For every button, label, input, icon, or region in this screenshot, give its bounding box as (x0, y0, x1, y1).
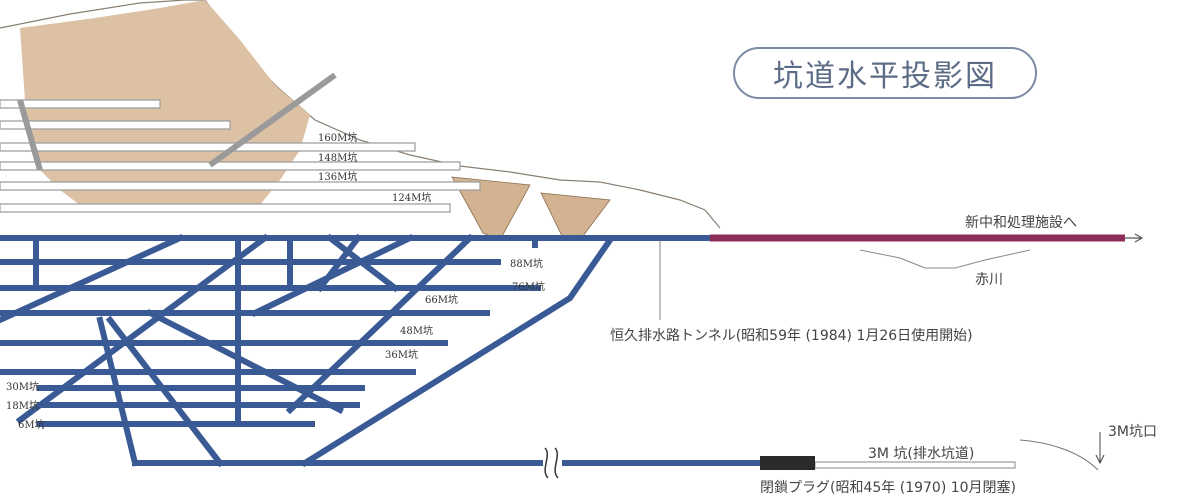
diagram-title: 坑道水平投影図 (773, 59, 997, 94)
level-upper-b (0, 120, 231, 130)
diag-1 (0, 234, 184, 324)
facility-arrow (1125, 233, 1144, 243)
closure-plug (760, 456, 815, 470)
diag-6 (145, 308, 345, 415)
label-136m: 136M坑 (318, 170, 357, 183)
label-124m: 124M坑 (392, 191, 431, 204)
level-136-tunnel (0, 181, 481, 191)
diag-9 (285, 233, 475, 415)
ore-pocket-2 (540, 192, 611, 241)
diag-8 (315, 233, 363, 293)
break-mark (544, 447, 559, 479)
upper-incline-2 (17, 99, 43, 171)
label-18m: 18M坑 (6, 399, 39, 412)
adit-mouth-hill (1019, 439, 1099, 471)
label-36m: 36M坑 (385, 348, 418, 361)
diag-7 (325, 233, 400, 293)
label-66m: 66M坑 (425, 293, 458, 306)
label-30m: 30M坑 (6, 380, 39, 393)
label-148m: 148M坑 (318, 151, 357, 164)
main-incline (300, 235, 615, 468)
facility-label: 新中和処理施設へ (965, 215, 1077, 231)
level-124-tunnel (0, 203, 451, 213)
river-bank (859, 249, 1031, 269)
adit-3m-label: 3M 坑(排水坑道) (868, 446, 974, 462)
diag-4 (96, 316, 139, 467)
title-frame: 坑道水平投影図 (733, 47, 1037, 99)
adit-3m-tunnel (814, 461, 1016, 469)
adit-mouth-arrow (1095, 432, 1105, 465)
tunnel-label: 恒久排水路トンネル(昭和59年 (1984) 1月26日使用開始) (610, 327, 973, 344)
level-148-tunnel (0, 161, 461, 171)
label-48m: 48M坑 (400, 324, 433, 337)
label-76m: 76M坑 (512, 280, 545, 293)
label-88m: 88M坑 (510, 257, 543, 270)
level-160-tunnel (0, 142, 416, 152)
diag-3 (105, 315, 225, 468)
adit-mouth-label: 3M坑口 (1108, 424, 1157, 440)
label-6m: 6M坑 (18, 418, 45, 431)
diag-2 (15, 233, 270, 425)
upper-incline-1 (208, 72, 337, 168)
label-160m: 160M坑 (318, 131, 357, 144)
level-upper-a (0, 99, 161, 109)
river-label: 赤川 (975, 272, 1003, 288)
plug-label: 閉鎖プラグ(昭和45年 (1970) 10月閉塞) (760, 479, 1016, 496)
ore-body (20, 0, 310, 212)
